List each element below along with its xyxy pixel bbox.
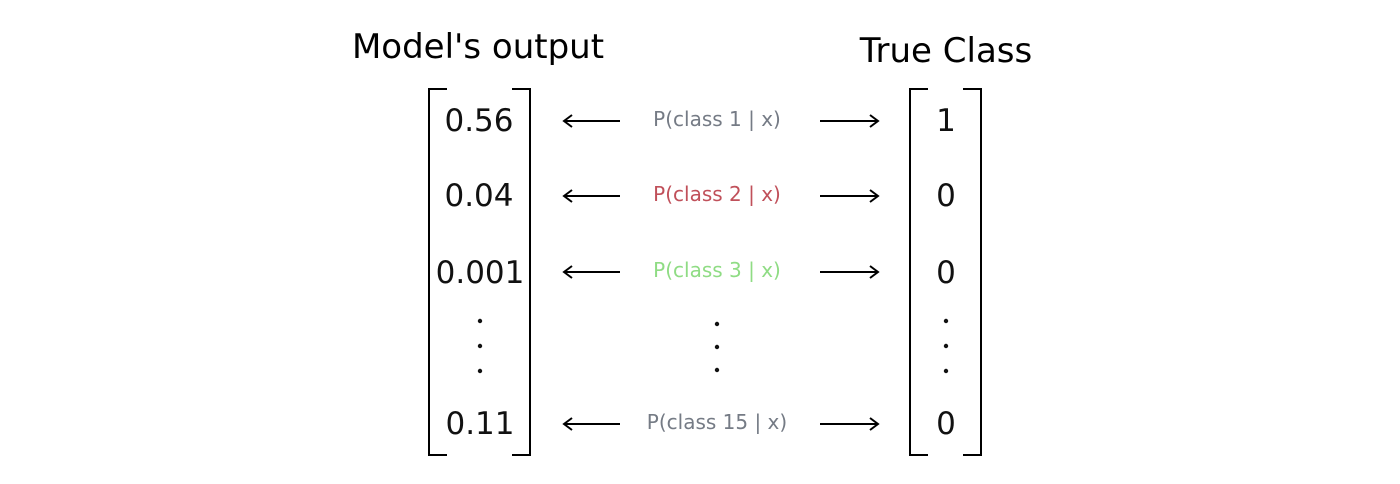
class-probability-label: P(class 3 | x) xyxy=(653,258,781,282)
right-arrow-icon xyxy=(820,265,880,279)
class-probability-label: P(class 15 | x) xyxy=(647,410,787,434)
left-matrix-close-bracket xyxy=(512,88,531,456)
true-class-value: 0 xyxy=(936,406,956,442)
right-arrow-icon xyxy=(820,114,880,128)
true-class-value: 1 xyxy=(936,103,956,139)
left-heading: Model's output xyxy=(352,27,604,67)
true-class-value: 0 xyxy=(936,255,956,291)
left-vertical-ellipsis xyxy=(477,318,483,374)
left-arrow-icon xyxy=(562,189,620,203)
model-output-value: 0.56 xyxy=(444,103,513,139)
left-arrow-icon xyxy=(562,265,620,279)
right-arrow-icon xyxy=(820,417,880,431)
true-class-value: 0 xyxy=(936,178,956,214)
row-class-2: 0.04 P(class 2 | x) 0 xyxy=(444,178,955,214)
row-class-15: 0.11 P(class 15 | x) 0 xyxy=(445,406,955,442)
left-arrow-icon xyxy=(562,114,620,128)
model-output-value: 0.04 xyxy=(444,178,513,214)
row-class-1: 0.56 P(class 1 | x) 1 xyxy=(444,103,955,139)
left-arrow-icon xyxy=(562,417,620,431)
left-matrix-open-bracket xyxy=(428,88,447,456)
class-probability-label: P(class 2 | x) xyxy=(653,182,781,206)
class-probability-label: P(class 1 | x) xyxy=(653,107,781,131)
right-matrix-close-bracket xyxy=(963,88,982,456)
right-arrow-icon xyxy=(820,189,880,203)
model-output-value: 0.11 xyxy=(445,406,514,442)
right-matrix-open-bracket xyxy=(909,88,928,456)
model-output-value: 0.001 xyxy=(436,255,525,291)
middle-vertical-ellipsis xyxy=(714,321,720,373)
right-vertical-ellipsis xyxy=(943,318,949,374)
right-heading: True Class xyxy=(859,31,1032,71)
row-class-3: 0.001 P(class 3 | x) 0 xyxy=(436,255,956,291)
